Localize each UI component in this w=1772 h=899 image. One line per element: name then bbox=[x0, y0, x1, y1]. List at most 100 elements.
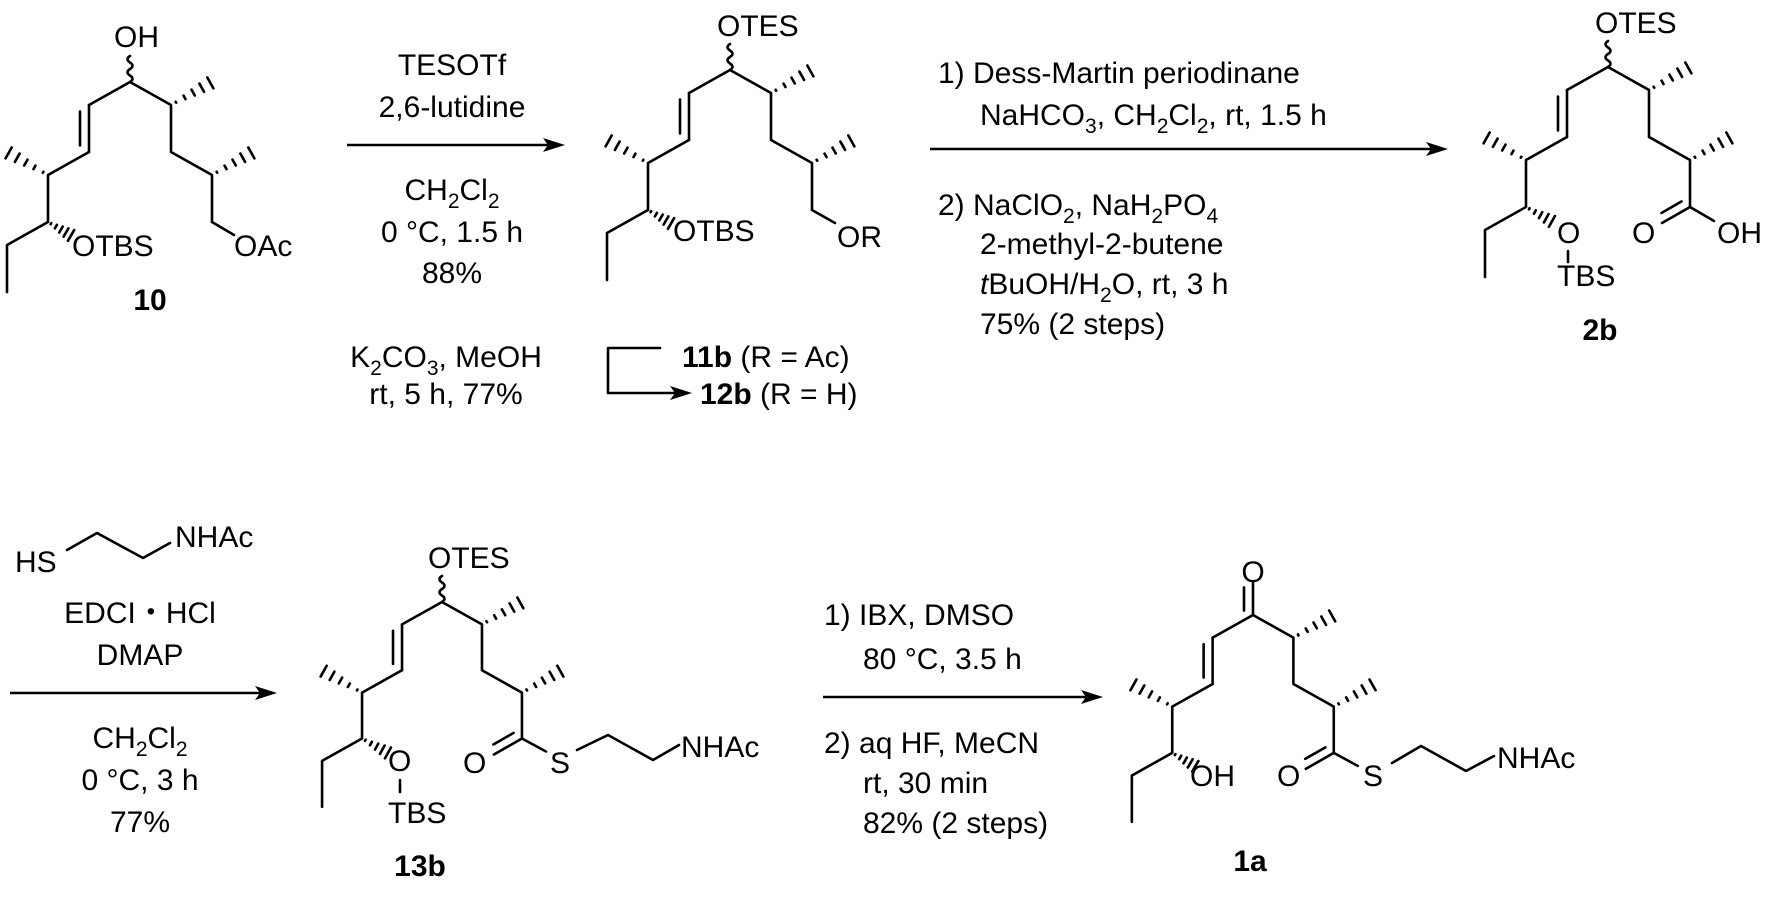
hashed-bond-stroke bbox=[831, 146, 838, 155]
hashed-bond-stroke bbox=[1547, 214, 1557, 229]
subscript: 3 bbox=[1085, 115, 1097, 138]
atom-label-acid-oh: OH bbox=[1717, 217, 1762, 250]
text-run: , rt, 1.5 h bbox=[1208, 99, 1326, 132]
arrowhead bbox=[1081, 690, 1103, 704]
hashed-bond-stroke bbox=[41, 170, 45, 175]
hashed-bond-stroke bbox=[774, 88, 778, 93]
text-run: OTES bbox=[428, 542, 510, 575]
hashed-bond-stroke bbox=[66, 228, 76, 243]
hashed-bond-stroke bbox=[613, 140, 621, 152]
hashed-bond-stroke bbox=[319, 664, 329, 678]
condition-line: K2​CO3​, MeOH bbox=[350, 341, 542, 380]
atom-label-otes: OTES bbox=[1595, 7, 1677, 40]
hashed-bond-stroke bbox=[1660, 79, 1665, 86]
hashed-bond-stroke bbox=[1532, 208, 1538, 215]
condition-line: 0 °C, 3 h bbox=[81, 764, 198, 797]
bond-chain bbox=[440, 600, 524, 740]
product-label-12b: 12b (R = H) bbox=[700, 378, 858, 411]
hashed-bond-stroke bbox=[1182, 756, 1189, 765]
carbonyl-double-bond bbox=[1660, 205, 1692, 225]
hashed-bond-stroke bbox=[32, 164, 37, 171]
hashed-bond-stroke bbox=[1177, 754, 1183, 761]
carbonyl-double-bond bbox=[1304, 751, 1336, 771]
hashed-bond-stroke bbox=[355, 688, 359, 692]
bracket-line bbox=[606, 346, 662, 395]
single-bond bbox=[687, 68, 732, 95]
condition-line: 0 °C, 1.5 h bbox=[381, 216, 523, 249]
hashed-bond-stroke bbox=[508, 602, 516, 614]
hashed-bond-stroke bbox=[798, 70, 806, 82]
hashed-bond-stroke bbox=[337, 676, 344, 685]
text-run: PO bbox=[1163, 189, 1206, 222]
reagent-chain bbox=[65, 531, 172, 560]
hashed-bond-stroke bbox=[182, 94, 187, 101]
hashed-bond-stroke bbox=[383, 746, 393, 760]
text-run: 1) Dess-Martin periodinane bbox=[938, 57, 1300, 90]
arrowhead bbox=[1426, 142, 1448, 156]
subscript: 2 bbox=[1197, 115, 1209, 138]
hashed-bond-stroke bbox=[1668, 73, 1675, 82]
subscript: 4 bbox=[1206, 205, 1218, 228]
atom-label-nhac: NHAc bbox=[1497, 742, 1575, 775]
text-run: 0 °C, 3 h bbox=[81, 764, 198, 797]
hashed-bond-stroke bbox=[782, 82, 787, 89]
text-run: HS bbox=[15, 546, 57, 579]
reagent-line: EDCI・HCl bbox=[64, 597, 216, 630]
text-run: OR bbox=[837, 221, 882, 254]
atom-label-ketone-o: O bbox=[1241, 556, 1264, 589]
text-run: NHAc bbox=[681, 731, 759, 764]
hashed-bond-stroke bbox=[13, 152, 21, 164]
hashed-bond-stroke bbox=[815, 158, 819, 163]
reaction-step-2: 1) Dess-Martin periodinane NaHCO3​, CH2​… bbox=[938, 57, 1327, 341]
hashed-bond-stroke bbox=[368, 740, 374, 747]
hashed-bond-stroke bbox=[1344, 696, 1350, 703]
text-run: TESOTf bbox=[398, 49, 507, 82]
hashed-bond-stroke bbox=[1676, 67, 1684, 79]
hashed-bond-stroke bbox=[215, 170, 219, 175]
text-run: OTBS bbox=[673, 215, 755, 248]
bond-chain bbox=[605, 138, 691, 282]
arrowhead bbox=[543, 138, 565, 152]
text-run: OTBS bbox=[72, 230, 154, 263]
hashed-bond-stroke bbox=[363, 738, 367, 743]
text-run: Cl bbox=[460, 174, 488, 207]
atom-label-s: S bbox=[550, 747, 570, 780]
text-run: OH bbox=[1717, 217, 1762, 250]
text-run: 2) NaClO bbox=[938, 189, 1063, 222]
hashed-bond-stroke bbox=[1542, 212, 1550, 224]
text-run: S bbox=[1363, 760, 1383, 793]
subscript: 2 bbox=[136, 738, 148, 761]
atom-label-nhac: NHAc bbox=[175, 521, 253, 554]
hashed-bond-stroke bbox=[516, 596, 525, 610]
text-run: 10 bbox=[133, 284, 166, 317]
compound-1a: O OH O S NHAc 1a bbox=[1190, 556, 1575, 878]
atom-label-tbs: TBS bbox=[388, 797, 446, 830]
subscript: 2 bbox=[176, 738, 188, 761]
compound-10: OH OTBS OAc 10 bbox=[72, 21, 292, 317]
hashed-bond-stroke bbox=[57, 225, 64, 234]
hashed-bond-stroke bbox=[641, 158, 645, 163]
text-run: CH bbox=[404, 174, 447, 207]
compound-label: 2b bbox=[1582, 314, 1617, 347]
atom-label-s: S bbox=[1363, 760, 1383, 793]
text-run: , CH bbox=[1097, 99, 1157, 132]
reagent-line: 2) aq HF, MeCN bbox=[824, 727, 1039, 760]
hashed-bond-stroke bbox=[622, 146, 629, 155]
reaction-step-4: 1) IBX, DMSO 80 °C, 3.5 h 2) aq HF, MeCN… bbox=[824, 599, 1048, 840]
atom-label-oh: OH bbox=[1190, 760, 1235, 793]
hashed-bond-stroke bbox=[62, 227, 70, 238]
reaction-step-3: HS NHAc EDCI・HCl DMAP CH2​Cl2​ 0 °C, 3 h… bbox=[15, 521, 253, 839]
atom-label-nhac: NHAc bbox=[681, 731, 759, 764]
hashed-bond-stroke bbox=[540, 676, 547, 685]
hashed-bond-stroke bbox=[1701, 149, 1706, 156]
hashed-bond-stroke bbox=[806, 64, 815, 78]
hashed-bond-stroke bbox=[1537, 210, 1544, 220]
single-bond bbox=[1688, 205, 1716, 223]
text-run: O bbox=[1632, 217, 1655, 250]
text-run: O bbox=[1557, 217, 1580, 250]
arrowhead bbox=[255, 686, 277, 700]
hashed-bond-stroke bbox=[328, 670, 336, 682]
hashed-bond-stroke bbox=[1693, 155, 1697, 160]
single-bond bbox=[520, 737, 548, 753]
reaction-step-1: TESOTf 2,6-lutidine CH2​Cl2​ 0 °C, 1.5 h… bbox=[350, 49, 857, 411]
